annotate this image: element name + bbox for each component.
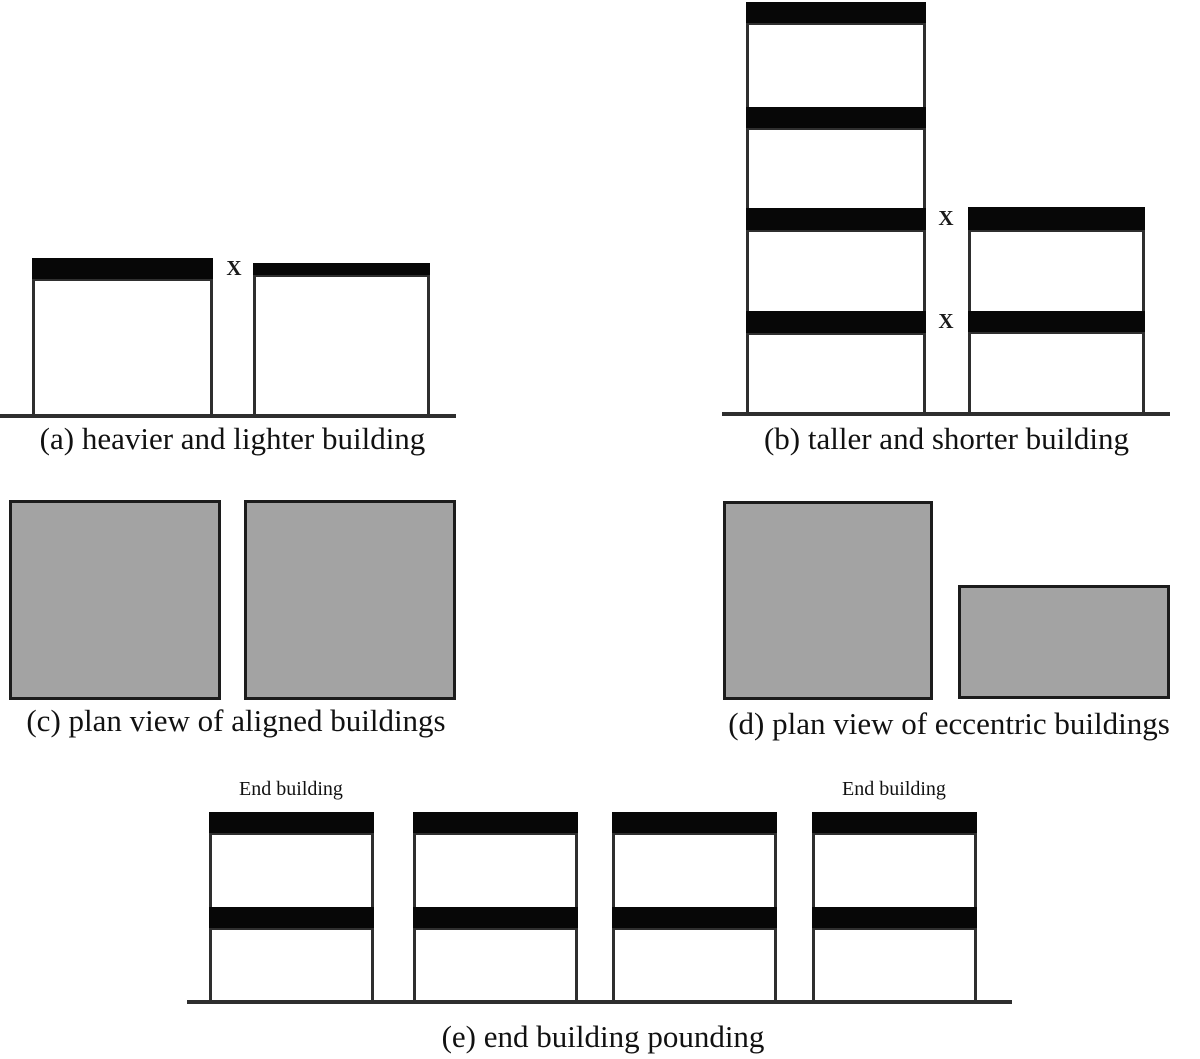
end-building-label-left: End building	[239, 778, 343, 800]
floor-slab	[413, 812, 578, 835]
building-heavier	[32, 258, 213, 416]
ground-line-e	[187, 1000, 1012, 1004]
floor-slab	[612, 812, 777, 835]
plan-building-left-aligned	[9, 500, 221, 700]
caption-b: (b) taller and shorter building	[763, 421, 1129, 456]
end-building-1	[209, 812, 374, 1002]
caption-e: (e) end building pounding	[441, 1019, 765, 1054]
interior-building-2	[413, 812, 578, 1002]
caption-c: (c) plan view of aligned buildings	[26, 703, 446, 738]
end-building-label-right: End building	[842, 778, 946, 800]
plan-building-large-eccentric	[723, 501, 933, 700]
end-building-4	[812, 812, 977, 1002]
floor-slab	[968, 207, 1145, 232]
floor-slab	[209, 812, 374, 835]
floor-slab	[968, 311, 1145, 334]
ground-line-a	[0, 414, 456, 418]
floor-slab	[413, 907, 578, 930]
interior-building-3	[612, 812, 777, 1002]
pounding-gap-label-a: X	[226, 256, 242, 280]
ground-line-b	[722, 412, 1170, 416]
pounding-gap-label-b-lower: X	[938, 309, 954, 333]
floor-slab	[612, 907, 777, 930]
floor-slab	[812, 812, 977, 835]
floor-slab	[746, 107, 926, 130]
floor-slab	[812, 907, 977, 930]
building-lighter	[253, 263, 430, 416]
floor-slab	[746, 208, 926, 232]
caption-d: (d) plan view of eccentric buildings	[728, 706, 1170, 741]
building-shorter	[968, 207, 1145, 413]
plan-building-small-eccentric	[958, 585, 1170, 699]
floor-slab	[32, 258, 213, 281]
floor-slab	[746, 311, 926, 335]
floor-slab	[746, 2, 926, 25]
pounding-gap-label-b-upper: X	[938, 206, 954, 230]
plan-building-right-aligned	[244, 500, 456, 700]
building-taller	[746, 2, 926, 413]
floor-slab	[209, 907, 374, 930]
floor-slab	[253, 263, 430, 277]
caption-a: (a) heavier and lighter building	[39, 421, 426, 456]
